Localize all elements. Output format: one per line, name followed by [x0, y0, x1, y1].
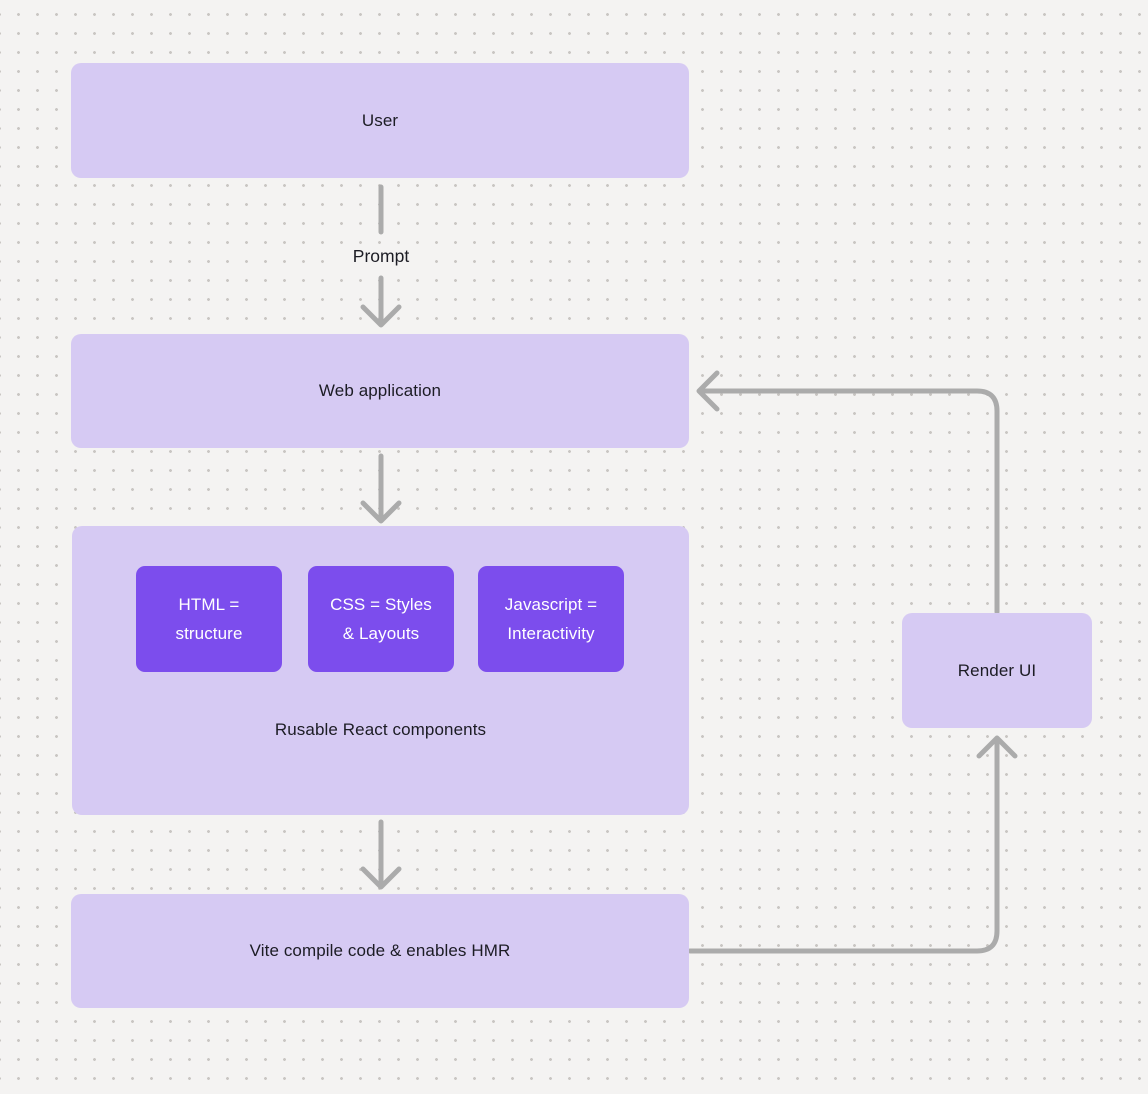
- node-vite-label: Vite compile code & enables HMR: [249, 941, 511, 960]
- node-css[interactable]: CSS = Styles & Layouts: [308, 566, 454, 672]
- node-web-application-label: Web application: [318, 381, 442, 400]
- edge-webapp-to-components[interactable]: [360, 453, 402, 524]
- node-css-label-line1: CSS = Styles: [330, 595, 432, 614]
- node-render-ui-label: Render UI: [957, 660, 1037, 680]
- edge-components-to-vite[interactable]: [360, 819, 402, 890]
- node-user[interactable]: User: [71, 63, 689, 178]
- node-web-application[interactable]: Web application: [71, 334, 689, 448]
- node-render-ui[interactable]: Render UI: [902, 613, 1092, 728]
- node-vite[interactable]: Vite compile code & enables HMR: [71, 894, 689, 1008]
- edge-label-prompt[interactable]: Prompt: [337, 244, 425, 269]
- node-css-label-line2: & Layouts: [342, 624, 420, 643]
- node-html[interactable]: HTML = structure: [136, 566, 282, 672]
- node-html-label-line1: HTML =: [178, 595, 240, 614]
- node-javascript-label-line1: Javascript =: [504, 595, 598, 614]
- components-group-label: Rusable React components: [274, 720, 487, 739]
- edge-renderui-to-webapp[interactable]: [696, 370, 1000, 615]
- node-javascript[interactable]: Javascript = Interactivity: [478, 566, 624, 672]
- node-html-label-line2: structure: [175, 624, 243, 643]
- edge-vite-to-renderui[interactable]: [687, 735, 1018, 954]
- node-user-label: User: [361, 110, 399, 130]
- node-components-group[interactable]: HTML = structure CSS = Styles & Layouts …: [72, 526, 689, 815]
- edge-prompt-to-webapp[interactable]: [360, 275, 402, 328]
- node-javascript-label-line2: Interactivity: [507, 624, 595, 643]
